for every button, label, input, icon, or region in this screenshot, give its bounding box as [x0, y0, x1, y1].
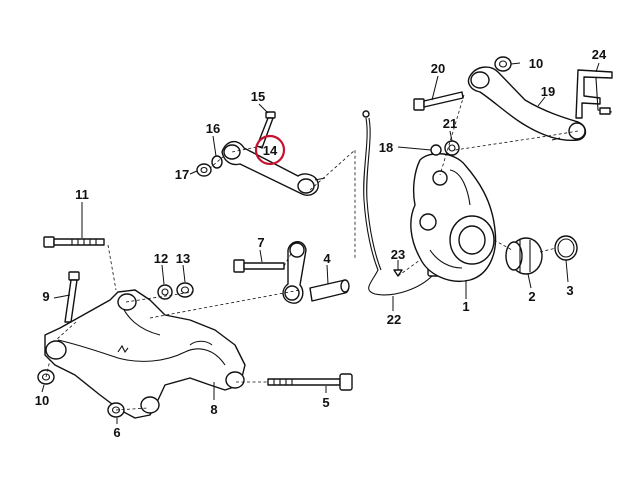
rear-subframe — [44, 289, 246, 419]
bushing-4 — [309, 279, 350, 302]
label-5: 5 — [322, 395, 329, 410]
nut-13 — [176, 282, 194, 298]
leader-lines — [41, 62, 600, 424]
label-12: 12 — [154, 251, 168, 266]
label-15: 15 — [251, 89, 265, 104]
label-23: 23 — [391, 247, 405, 262]
label-7: 7 — [257, 235, 264, 250]
label-14: 14 — [263, 143, 278, 158]
nut-18 — [430, 144, 442, 156]
screw-23 — [393, 269, 403, 277]
toe-link — [282, 241, 307, 304]
label-11: 11 — [75, 187, 89, 202]
label-24: 24 — [592, 47, 607, 62]
bolt-9 — [64, 271, 80, 323]
label-10-lower: 10 — [35, 393, 49, 408]
label-18: 18 — [379, 140, 393, 155]
wheel-carrier-1 — [410, 153, 497, 282]
label-2: 2 — [528, 289, 535, 304]
nut-17 — [196, 163, 212, 177]
label-16: 16 — [206, 121, 220, 136]
bolt-11 — [43, 236, 105, 248]
label-6: 6 — [113, 425, 120, 440]
label-10-upper: 10 — [529, 56, 543, 71]
label-3: 3 — [566, 283, 573, 298]
highlight-circle — [254, 134, 286, 166]
assembly-guide-lines — [45, 94, 579, 411]
label-8: 8 — [210, 402, 217, 417]
bolt-20 — [413, 91, 464, 111]
bolt-7 — [233, 259, 285, 273]
label-17: 17 — [175, 167, 189, 182]
label-9: 9 — [42, 289, 49, 304]
bolt-5 — [267, 373, 353, 391]
label-4: 4 — [323, 251, 331, 266]
washer-16 — [211, 155, 223, 169]
upper-arm-19 — [467, 66, 587, 142]
snap-ring-3 — [554, 235, 578, 261]
label-1: 1 — [462, 299, 469, 314]
wheel-bearing-2 — [505, 237, 543, 275]
callout-labels: 1 2 3 4 5 6 7 8 9 10 10 11 12 13 14 15 1… — [35, 47, 607, 440]
label-19: 19 — [541, 84, 555, 99]
label-22: 22 — [387, 312, 401, 327]
label-20: 20 — [431, 61, 445, 76]
washer-12 — [157, 284, 173, 300]
label-21: 21 — [443, 116, 457, 131]
label-13: 13 — [176, 251, 190, 266]
nut-21 — [444, 140, 460, 156]
bracket-24 — [575, 69, 613, 119]
nut-10-upper — [494, 56, 512, 72]
